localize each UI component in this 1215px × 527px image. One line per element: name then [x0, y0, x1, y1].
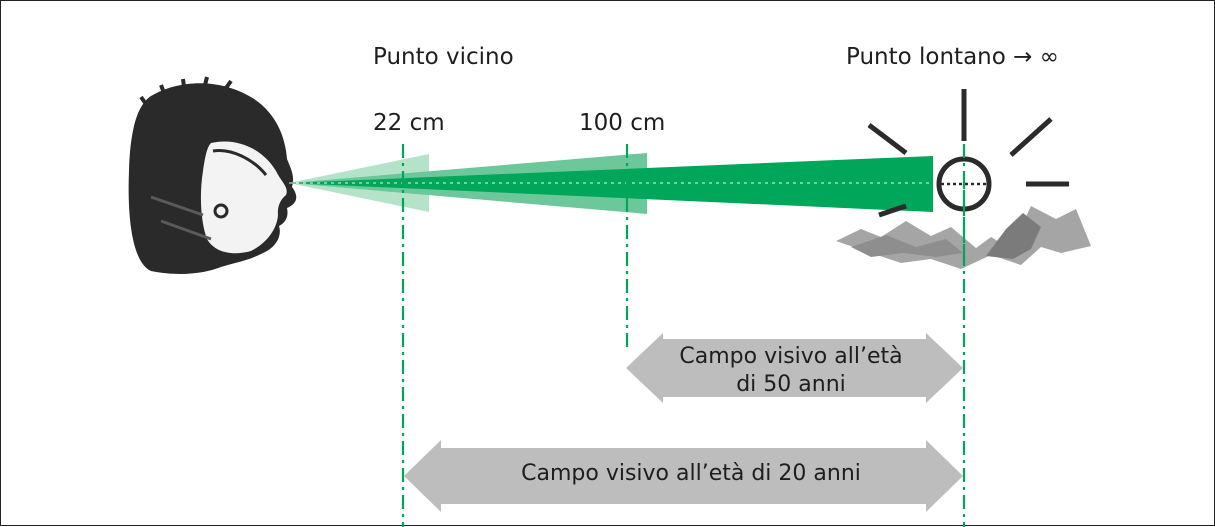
range-arrow-20 [404, 440, 963, 512]
range-20-label: Campo visivo all’età di 20 anni [521, 461, 861, 486]
guide-lines [401, 144, 966, 527]
range-50-line1: Campo visivo all’età [679, 344, 903, 369]
mid-distance-label: 100 cm [579, 110, 666, 136]
range-arrow-50 [626, 333, 963, 403]
light-beam [289, 153, 933, 214]
range-50-label: Campo visivo all’età di 50 anni [641, 343, 941, 399]
range-50-line2: di 50 anni [736, 372, 846, 397]
head-profile-icon [128, 76, 297, 274]
far-point-label: Punto lontano → ∞ [846, 44, 1059, 70]
near-distance-label: 22 cm [373, 110, 445, 136]
near-point-label: Punto vicino [373, 44, 514, 70]
